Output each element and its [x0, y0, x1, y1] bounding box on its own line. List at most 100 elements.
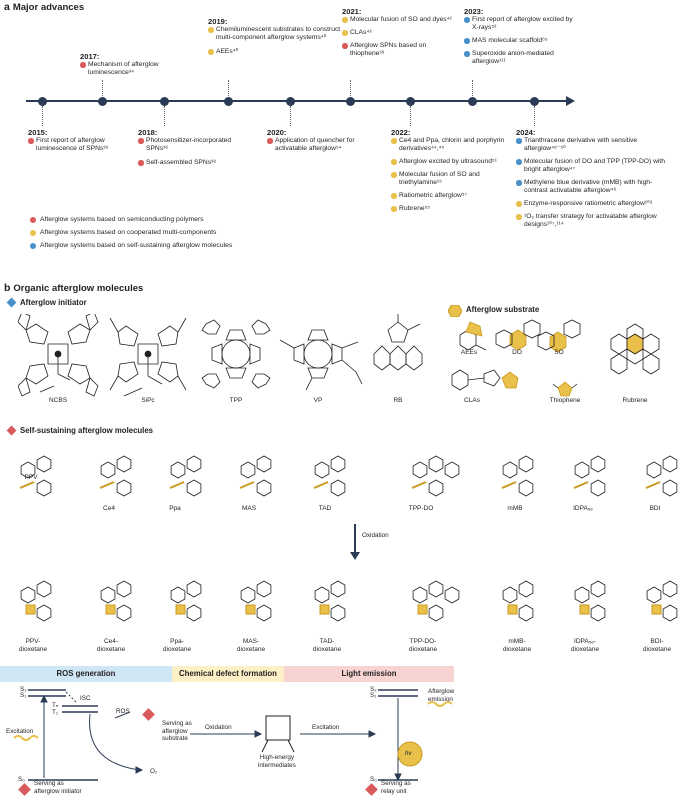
dioxetane-label-0: PPV- dioxetane	[18, 638, 48, 653]
timeline-node-2024	[529, 96, 539, 106]
label-clas: CLAs	[464, 397, 480, 404]
dioxetane-label-6: mMB- dioxetane	[502, 638, 532, 653]
dioxetane-structure-3	[240, 580, 272, 622]
timeline-arrow-head	[566, 96, 575, 106]
ros-label: ROS	[116, 708, 130, 715]
dioxetane-label-1: Ce4- dioxetane	[96, 638, 126, 653]
mechanism-diagram	[13, 689, 453, 796]
dioxetane-structures	[20, 580, 678, 622]
dioxetane-label-5: TPP-DO- dioxetane	[408, 638, 438, 653]
milestone-2020: 2020: Application of quencher for activa…	[267, 128, 355, 152]
label-do: DO	[512, 349, 522, 356]
isc-label: ISC	[80, 695, 91, 702]
s0-label: S₀	[18, 776, 25, 783]
self-structure-8	[645, 455, 678, 497]
timeline-node-2019	[223, 96, 233, 106]
timeline-node-2022	[405, 96, 415, 106]
self-structure-4	[313, 455, 346, 497]
blue-diamond-icon	[6, 297, 16, 307]
self-label-3: MAS	[241, 505, 257, 512]
relay-role-label: Serving as relay unit	[381, 780, 411, 795]
self-structure-3	[239, 455, 272, 497]
self-label-4: TAD	[318, 505, 332, 512]
emission-label: Afterglow emission	[428, 688, 455, 703]
s1b-label: S₁	[370, 692, 377, 699]
initiator-structures	[18, 314, 423, 397]
oxidation-label: Oxidation	[362, 532, 389, 539]
self-structure-6	[501, 455, 534, 497]
timeline-stem	[472, 80, 473, 96]
band-chemical-defect: Chemical defect formation	[172, 666, 284, 682]
timeline-stem	[102, 80, 103, 96]
self-label-7: IDPA₅ₑ	[573, 505, 593, 512]
dioxetane-structure-7	[574, 580, 606, 622]
label-so: SO	[554, 349, 564, 356]
self-label-8: BDI	[649, 505, 661, 512]
self-label-0: PPV	[24, 474, 38, 481]
milestone-2024: 2024: Trianthracene derivative with sens…	[516, 128, 665, 228]
initiator-role-label: Serving as afterglow initiator	[34, 780, 82, 795]
label-vp: VP	[313, 397, 323, 404]
hexagon-icon	[447, 304, 463, 322]
dioxetane-label-3: MAS- dioxetane	[236, 638, 266, 653]
self-label-6: mMB	[507, 505, 523, 512]
dioxetane-structure-6	[502, 580, 534, 622]
hv-label: hv	[405, 750, 412, 757]
self-label-5: TPP-DO	[408, 505, 434, 512]
t1-label: T₁	[52, 709, 58, 716]
timeline-axis	[26, 100, 566, 102]
timeline-stem	[350, 80, 351, 96]
oxidation-arrow-head	[350, 552, 360, 560]
timeline-node-2020	[285, 96, 295, 106]
panel-a-legend: Afterglow systems based on semiconductin…	[30, 216, 360, 255]
dioxetane-label-8: BDI- dioxetane	[642, 638, 672, 653]
timeline-stem	[164, 106, 165, 126]
o2-label: O₂	[150, 768, 158, 775]
milestone-2023: 2023: First report of afterglow excited …	[464, 7, 573, 65]
self-structure-2	[169, 455, 202, 497]
label-rubrene: Rubrene	[622, 397, 648, 404]
milestone-2018: 2018: Photosensitizer-incorporated SPNs³…	[138, 128, 232, 166]
milestone-2017: 2017: Mechanism of afterglow luminescenc…	[80, 52, 159, 76]
mechanism-oxidation-label: Oxidation	[205, 724, 232, 731]
timeline-node-2017	[97, 96, 107, 106]
self-structure-7	[573, 455, 606, 497]
timeline-node-2018	[159, 96, 169, 106]
s2-label: S₂	[20, 686, 27, 693]
tn-label: Tₙ	[52, 702, 59, 709]
dioxetane-structure-8	[646, 580, 678, 622]
self-label-2: Ppa	[169, 505, 181, 512]
timeline-node-2021	[345, 96, 355, 106]
oxidation-arrow	[354, 524, 356, 554]
substrate-title: Afterglow substrate	[466, 305, 540, 314]
timeline-stem	[42, 106, 43, 126]
label-sipc: SiPc	[141, 397, 155, 404]
dioxetane-structure-2	[170, 580, 202, 622]
dioxetane-label-2: Ppa- dioxetane	[162, 638, 192, 653]
substrate-structures	[451, 319, 660, 397]
timeline-stem	[410, 106, 411, 126]
self-label-1: Ce4	[103, 505, 115, 512]
label-tpp: TPP	[229, 397, 243, 404]
timeline-node-2023	[467, 96, 477, 106]
excitation2-label: Excitation	[312, 724, 340, 731]
milestone-2015: 2015: First report of afterglow luminesc…	[28, 128, 109, 152]
label-aees: AEEs	[460, 349, 478, 356]
excitation-label: Excitation	[6, 728, 34, 735]
label-thiophene: Thiophene	[549, 397, 581, 404]
dioxetane-structure-5	[412, 580, 460, 622]
self-structure-1	[99, 455, 132, 497]
dioxetane-structure-4	[314, 580, 346, 622]
timeline-stem	[228, 80, 229, 96]
self-structure-5	[411, 455, 460, 497]
self-structure-0	[19, 455, 52, 497]
label-ncbs: NCBS	[48, 397, 68, 404]
milestone-2022: 2022: Ce4 and Ppa, chlorin and porphyrin…	[391, 128, 505, 212]
s2b-label: S₂	[370, 686, 377, 693]
dioxetane-structure-0	[20, 580, 52, 622]
timeline-stem	[290, 106, 291, 126]
self-sustaining-structures	[19, 455, 678, 497]
s0b-label: S₀	[370, 776, 377, 783]
milestone-2019: 2019: Chemiluminescent substrates to con…	[208, 17, 341, 55]
